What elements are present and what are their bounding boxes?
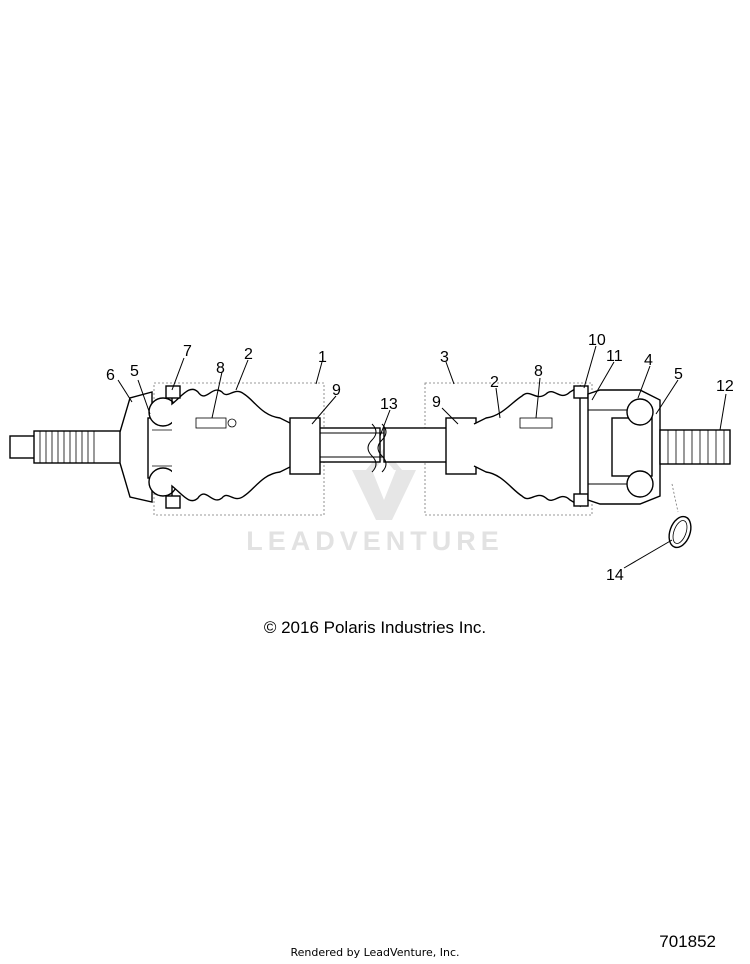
- right-boot-clamp-lower: [573, 493, 589, 507]
- left-outer-housing-6: [119, 391, 153, 503]
- drawing-number: 701852: [659, 932, 716, 951]
- right-small-clamp-9: [445, 417, 477, 475]
- right-spline-shaft-12: [659, 429, 731, 465]
- callout-14: 14: [606, 567, 624, 584]
- callout-4: 4: [644, 352, 653, 369]
- callout-1: 1: [318, 349, 327, 366]
- watermark-text: LEADVENTURE: [246, 526, 504, 556]
- callout-8-left: 8: [216, 360, 225, 377]
- callout-5-right: 5: [674, 366, 683, 383]
- retaining-ring-14: [668, 483, 692, 549]
- callout-11: 11: [606, 348, 623, 365]
- rendered-by-footer: Rendered by LeadVenture, Inc.: [290, 946, 460, 959]
- callout-12: 12: [716, 378, 734, 395]
- right-boot-clamp-10: [573, 385, 589, 399]
- callout-7: 7: [183, 343, 192, 360]
- callout-13: 13: [380, 396, 398, 413]
- left-spline-stub: [9, 430, 125, 464]
- right-boot-2: [473, 384, 581, 508]
- left-boot-clamp-lower: [165, 495, 181, 509]
- callout-8-right: 8: [534, 363, 543, 380]
- callout-2-left: 2: [244, 346, 253, 363]
- callout-6: 6: [106, 367, 115, 384]
- leader-lines: [117, 345, 727, 569]
- callout-5-left: 5: [130, 363, 139, 380]
- callout-3: 3: [440, 349, 449, 366]
- left-small-clamp-9: [289, 417, 321, 475]
- callout-9-left: 9: [332, 382, 341, 399]
- callout-10: 10: [588, 332, 606, 349]
- left-boot-2: [171, 388, 293, 502]
- leadventure-watermark-logo: [352, 448, 416, 520]
- right-inner-housing-4: [587, 389, 661, 505]
- callout-2-right: 2: [490, 374, 499, 391]
- copyright-text: © 2016 Polaris Industries Inc.: [263, 618, 487, 637]
- left-grease-label-8: [195, 417, 227, 429]
- left-grease-mark: [227, 418, 237, 428]
- callout-9-right: 9: [432, 394, 441, 411]
